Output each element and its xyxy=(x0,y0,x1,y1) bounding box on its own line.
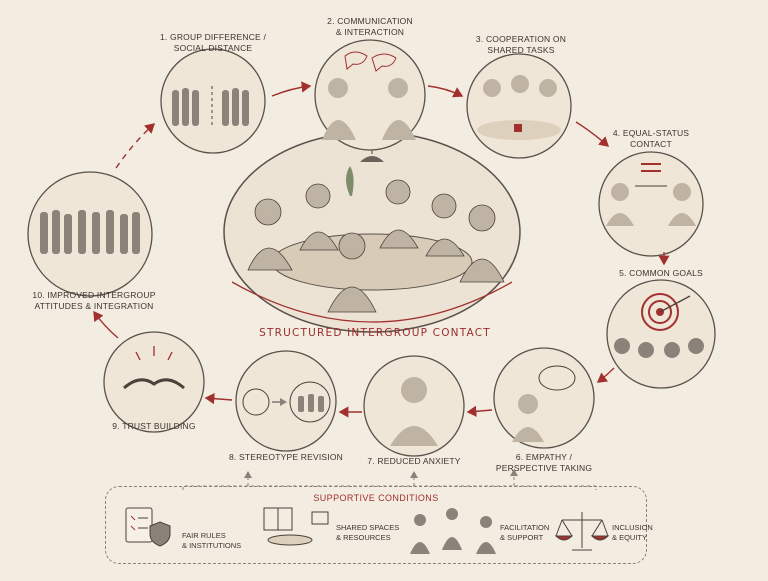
step-4-label: 4. EQUAL-STATUS CONTACT xyxy=(612,128,690,149)
step-5-circle xyxy=(606,279,716,389)
support-item-label: SHARED SPACES & RESOURCES xyxy=(336,523,400,542)
supportive-conditions-panel: SUPPORTIVE CONDITIONS xyxy=(105,486,647,564)
step-5-label: 5. COMMON GOALS xyxy=(619,268,703,278)
step-7-circle xyxy=(363,355,465,457)
step-1-label: 1. GROUP DIFFERENCE / SOCIAL DISTANCE xyxy=(159,32,267,53)
arrow-10-1 xyxy=(115,123,156,169)
arrow-3-4 xyxy=(575,121,610,147)
step-6-label: 6. EMPATHY / PERSPECTIVE TAKING xyxy=(495,452,593,473)
step-1-circle xyxy=(160,48,266,154)
step-10-label: 10. IMPROVED INTERGROUP ATTITUDES & INTE… xyxy=(32,290,156,311)
step-3-label: 3. COOPERATION ON SHARED TASKS xyxy=(475,34,567,55)
step-7-label: 7. REDUCED ANXIETY xyxy=(367,456,461,466)
step-6-circle xyxy=(493,347,595,449)
facilitation-icon xyxy=(410,508,496,554)
arrow-9-10 xyxy=(93,310,119,339)
step-2-label: 2. COMMUNICATION & INTERACTION xyxy=(327,16,413,37)
arrow-5-6 xyxy=(596,367,615,383)
step-8-label: 8. STEREOTYPE REVISION xyxy=(229,452,343,462)
step-4-circle xyxy=(598,151,704,257)
center-label: STRUCTURED INTERGROUP CONTACT xyxy=(259,327,491,339)
clipboard-shield-icon xyxy=(125,507,171,547)
arrow-8-9 xyxy=(204,393,233,405)
step-9-label: 9. TRUST BUILDING xyxy=(112,421,196,431)
arrow-6-7 xyxy=(466,405,493,417)
step-9-circle xyxy=(103,331,205,433)
step-10-circle xyxy=(27,171,153,297)
arrow-2-3 xyxy=(427,85,464,98)
supportive-conditions-title: SUPPORTIVE CONDITIONS xyxy=(313,493,439,503)
center-scene xyxy=(223,131,521,333)
shared-space-icon xyxy=(263,507,329,546)
support-item-label: INCLUSION & EQUITY xyxy=(612,523,653,542)
step-3-circle xyxy=(466,53,572,159)
arrow-1-2 xyxy=(271,81,312,97)
cycle-arrows xyxy=(93,81,670,418)
step-2-circle xyxy=(314,39,426,151)
step-8-circle xyxy=(235,350,337,452)
scales-icon xyxy=(554,512,610,551)
support-item-label: FACILITATION & SUPPORT xyxy=(500,523,550,542)
support-item-label: FAIR RULES & INSTITUTIONS xyxy=(182,531,242,550)
